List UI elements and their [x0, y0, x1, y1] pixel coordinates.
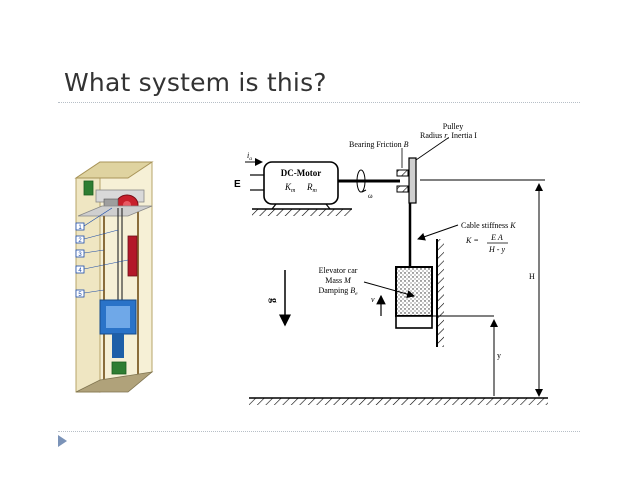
bearing-friction-label: Bearing Friction B — [349, 140, 409, 149]
elevator-illustration: 1 2 3 4 5 — [74, 161, 154, 393]
next-slide-arrow-icon[interactable] — [58, 435, 67, 447]
car-damping-label: Damping Be — [318, 286, 358, 297]
motor-title: DC-Motor — [281, 168, 321, 178]
velocity-label: v — [371, 295, 375, 304]
elevator-schematic — [245, 137, 548, 405]
guide-wall — [437, 239, 444, 347]
slide-title: What system is this? — [64, 68, 327, 97]
angular-velocity-label: ω — [368, 192, 373, 200]
voltage-label: E — [234, 179, 241, 190]
control-panel-icon — [83, 180, 94, 196]
lower-bearing — [396, 185, 409, 193]
pulley-label: Pulley — [443, 122, 463, 131]
callout-3-label: 3 — [78, 252, 82, 258]
position-label: y — [497, 351, 501, 360]
pulley-params-label: Radius r, Inertia I — [420, 131, 477, 140]
stiffness-formula-denominator: H - y — [488, 245, 505, 254]
stiffness-formula-numerator: E A — [490, 233, 503, 242]
elevator-car-label: Elevator car — [319, 266, 358, 275]
elevator-car — [395, 266, 433, 317]
cable-stiffness-label: Cable stiffness K — [461, 221, 516, 230]
motor-constant-label: Km — [284, 182, 296, 194]
motor-resistance-label: Rm — [306, 182, 318, 194]
current-label: ia — [247, 151, 252, 162]
footer-divider — [58, 431, 580, 432]
callout-2-label: 2 — [78, 238, 82, 244]
upper-bearing — [396, 169, 409, 177]
stiffness-formula-lhs: K = — [465, 236, 479, 245]
callout-4-label: 4 — [78, 268, 82, 274]
title-divider — [58, 102, 580, 103]
dc-motor — [263, 161, 339, 205]
component-callouts: 1 2 3 4 5 — [75, 207, 129, 298]
counterweight-icon — [127, 235, 138, 277]
pulley — [408, 157, 417, 204]
callout-1-label: 1 — [78, 225, 82, 231]
gravity-label: g — [268, 298, 279, 303]
car-mass-label: Mass M — [325, 276, 352, 285]
callout-5-label: 5 — [78, 292, 82, 298]
height-label: H — [529, 272, 535, 281]
